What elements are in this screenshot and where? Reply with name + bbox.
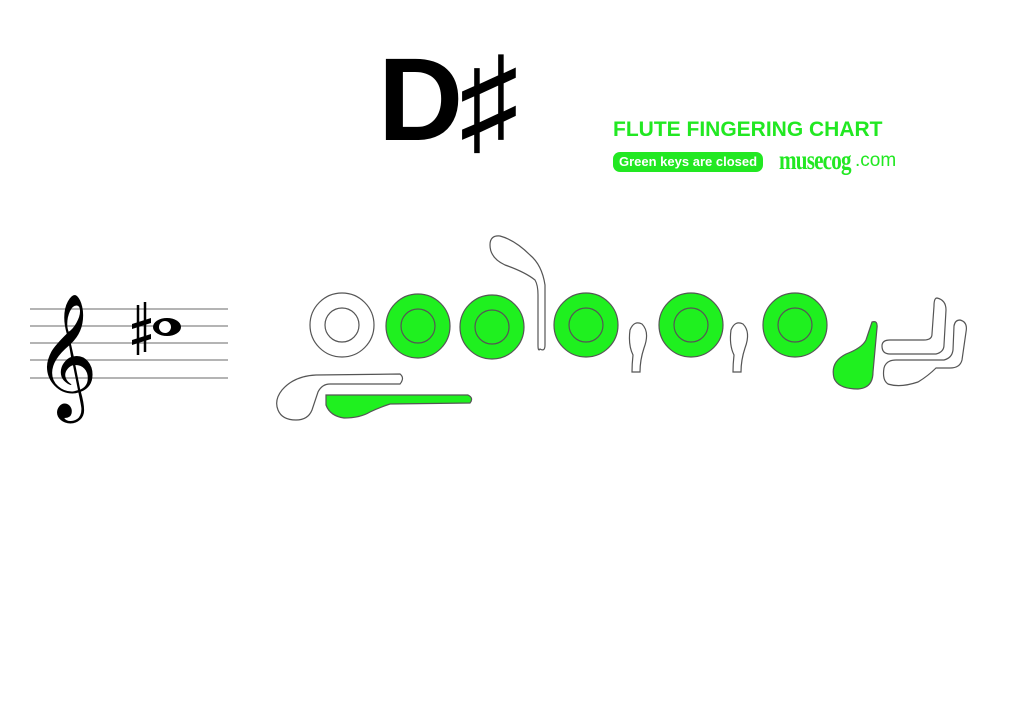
note-title: D♯ [378, 34, 518, 166]
foot-c-key [882, 319, 967, 387]
trill-key-1 [628, 322, 648, 373]
left-hand-key-4 [553, 292, 619, 358]
left-hand-key-2 [385, 293, 451, 359]
d-sharp-key [832, 321, 878, 390]
chart-title: FLUTE FINGERING CHART [613, 118, 883, 141]
left-hand-key-3 [459, 294, 525, 360]
right-hand-key-2 [762, 292, 828, 358]
right-hand-key-1 [658, 292, 724, 358]
left-hand-key-1 [309, 292, 375, 358]
whole-note-icon [153, 318, 181, 336]
staff-lines [30, 308, 228, 379]
legend-badge: Green keys are closed [613, 152, 764, 172]
thumb-key [325, 394, 473, 419]
trill-key-2 [729, 322, 749, 373]
svg-text:𝄞: 𝄞 [34, 293, 98, 423]
brand-tld: .com [855, 150, 897, 171]
thumb-lever-key [276, 373, 404, 421]
treble-clef-icon: 𝄞 [34, 293, 98, 423]
g-sharp-lever-key [489, 235, 546, 351]
brand-logo: musecog [779, 145, 852, 175]
foot-c-sharp-key [881, 297, 947, 355]
sharp-icon [132, 302, 151, 355]
